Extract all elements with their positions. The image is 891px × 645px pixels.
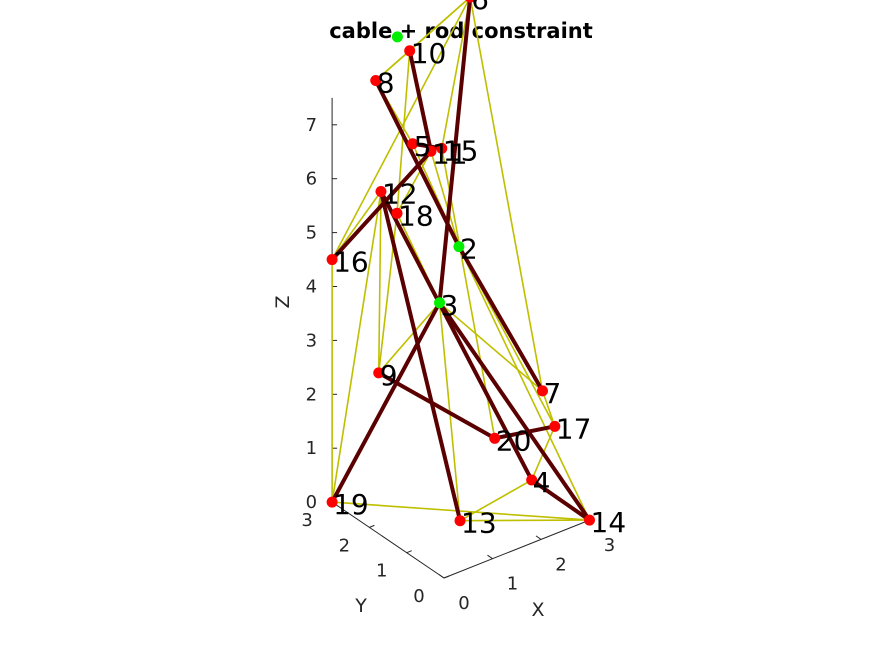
cable-line	[460, 519, 590, 522]
x-tick-mark	[487, 554, 493, 560]
cable-line	[377, 191, 382, 373]
x-tick-label: 3	[604, 535, 615, 556]
cable-line	[440, 0, 471, 149]
x-tick-mark	[438, 574, 445, 579]
node-marker	[489, 432, 501, 444]
rod-line	[379, 190, 534, 481]
node-label: 9	[380, 359, 398, 392]
node-label: 2	[460, 233, 478, 266]
rod-line	[330, 149, 433, 261]
z-tick-label: 6	[306, 169, 317, 190]
node-label: 13	[461, 507, 497, 540]
z-tick-label: 3	[306, 330, 317, 351]
cable-line	[541, 390, 556, 427]
node-markers	[326, 0, 595, 527]
y-tick-mark	[443, 575, 450, 579]
rod-line	[530, 478, 591, 522]
y-tick-mark	[369, 524, 375, 528]
x-tick-label: 1	[507, 574, 518, 595]
node-label: 6	[471, 0, 489, 16]
rod-lines	[330, 0, 592, 522]
node-marker	[326, 254, 338, 266]
node-marker	[549, 420, 561, 432]
node-marker	[584, 514, 595, 526]
node-labels: 23 4 5 6 7 8 9 10 11 12 13 14 15 16 17 18 19 20	[333, 0, 626, 540]
node-marker	[425, 145, 437, 157]
node-label: 18	[398, 199, 434, 232]
node-label: 3	[441, 289, 459, 322]
node-label: 4	[533, 466, 551, 499]
x-tick-label: 2	[555, 554, 566, 575]
node-label: 7	[544, 377, 562, 410]
cable-line	[458, 246, 591, 521]
node-label: 20	[496, 424, 532, 457]
node-marker	[465, 0, 475, 3]
y-axis-line	[331, 501, 445, 579]
rod-line	[407, 50, 433, 152]
y-tick-mark	[406, 550, 412, 554]
y-tick-label: 0	[413, 586, 424, 607]
node-marker	[370, 74, 382, 86]
y-tick-label: 3	[301, 510, 312, 531]
rod-line	[377, 371, 496, 441]
z-tick-label: 5	[306, 223, 317, 244]
x-tick-mark	[535, 535, 542, 540]
cable-line	[378, 302, 441, 374]
fixed-node-marker	[453, 241, 465, 253]
z-tick-label: 7	[306, 115, 317, 136]
cable-line	[439, 302, 544, 392]
node-label: 12	[382, 177, 418, 210]
x-tick-label: 0	[458, 593, 469, 614]
node-marker	[391, 207, 403, 219]
node-label: 10	[411, 37, 447, 70]
cable-line	[409, 0, 469, 52]
x-axis-label: X	[531, 599, 544, 621]
node-label: 17	[556, 412, 592, 445]
cable-line	[377, 213, 398, 373]
node-marker	[373, 367, 385, 379]
rod-line	[379, 191, 462, 522]
node-marker	[375, 185, 387, 197]
z-axis-label: Z	[272, 295, 294, 308]
cable-line	[331, 191, 382, 503]
rod-line	[437, 0, 472, 304]
cable-line	[396, 150, 432, 214]
rod-line	[457, 245, 545, 392]
node-label: 8	[377, 66, 395, 99]
cable-line	[332, 501, 590, 521]
cable-line	[469, 0, 544, 392]
node-marker	[526, 474, 538, 486]
cable-line	[430, 151, 460, 247]
node-label: 16	[333, 246, 369, 279]
node-label: 15	[443, 134, 479, 167]
fixed-node-marker	[434, 297, 446, 309]
z-tick-label: 0	[306, 492, 317, 513]
node-marker	[326, 496, 338, 508]
chart-title: cable + rod constraint	[329, 19, 593, 43]
node-label: 11	[432, 137, 468, 170]
y-tick-label: 1	[376, 561, 387, 582]
node-marker	[537, 385, 548, 397]
x-axis-line	[443, 519, 590, 579]
y-axis-label: Y	[354, 595, 367, 617]
node-marker	[454, 515, 466, 527]
node-label: 14	[591, 506, 627, 539]
fixed-node-marker	[391, 31, 403, 43]
rod-line	[330, 301, 442, 504]
rod-line	[494, 424, 556, 441]
rod-line	[437, 301, 592, 522]
z-tick-label: 4	[306, 277, 317, 298]
node-marker	[407, 138, 419, 150]
cable-line	[459, 479, 533, 522]
node-marker	[436, 142, 448, 154]
node-label: 5	[414, 130, 432, 163]
node-marker	[404, 45, 416, 57]
y-tick-label: 2	[339, 535, 350, 556]
z-tick-label: 1	[306, 438, 317, 459]
z-tick-label: 2	[306, 384, 317, 405]
node-label: 19	[333, 488, 369, 521]
